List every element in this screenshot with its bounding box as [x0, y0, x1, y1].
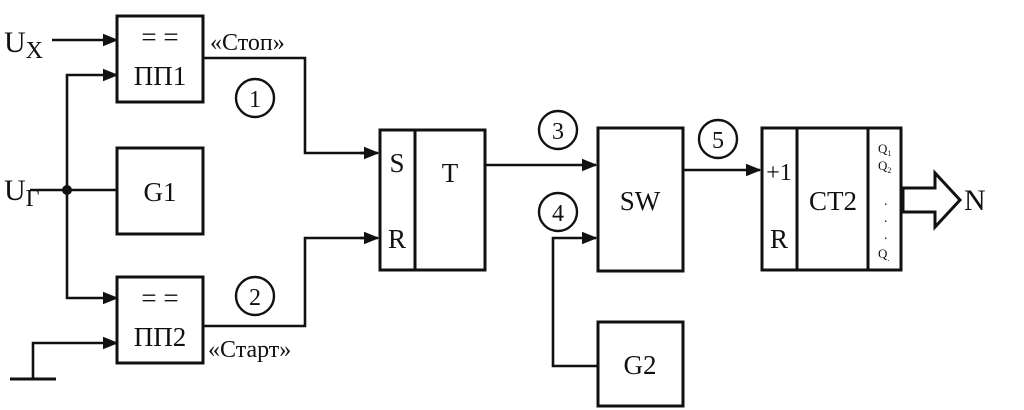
counter-dot-3: .: [884, 228, 888, 243]
g1-label: G1: [144, 177, 177, 207]
trigger-r-label: R: [388, 224, 406, 254]
g2-block: G2: [596, 320, 685, 408]
output-label: N: [964, 184, 986, 217]
counter-block: +1 R CT2 Q1 Q2 . . . Q.: [760, 126, 903, 272]
counter-dot-2: .: [884, 211, 888, 226]
ug-label: UГ: [4, 174, 40, 212]
g2-to-sw-wire: [551, 236, 598, 368]
ground-wire: [31, 341, 117, 378]
trigger-s-label: S: [389, 148, 404, 178]
pp2-label: ПП2: [134, 322, 187, 352]
stop-wire: [203, 56, 370, 155]
pp1-label: ПП1: [134, 61, 187, 91]
switch-block: SW: [596, 126, 685, 273]
switch-label: SW: [620, 186, 661, 216]
counter-q1-label: Q1: [878, 141, 891, 158]
start-wire: [203, 236, 370, 328]
stop-signal-label: «Стоп»: [210, 30, 285, 56]
marker-1: 1: [234, 77, 276, 119]
counter-qn-label: Q.: [878, 246, 889, 263]
svg-text:5: 5: [712, 128, 724, 154]
marker-5: 5: [697, 118, 739, 160]
pp1-symbol: = =: [141, 22, 178, 52]
trigger-label: T: [442, 158, 459, 188]
marker-3: 3: [537, 109, 579, 151]
ug-bus-wire: [65, 73, 117, 300]
wires: [10, 33, 762, 381]
marker-2: 2: [234, 275, 276, 317]
g2-label: G2: [624, 350, 657, 380]
pp2-symbol: = =: [141, 283, 178, 313]
counter-label: CT2: [809, 186, 857, 216]
counter-plus-label: +1: [766, 160, 792, 186]
counter-dot-1: .: [884, 194, 888, 209]
svg-text:2: 2: [249, 285, 261, 311]
trigger-block: S R T: [378, 128, 487, 272]
svg-text:1: 1: [249, 87, 261, 113]
marker-4: 4: [537, 191, 579, 233]
g1-block: G1: [115, 146, 205, 236]
output-bus-arrow: [901, 169, 963, 231]
counter-r-label: R: [770, 224, 788, 254]
pp2-block: = = ПП2: [115, 275, 205, 365]
junction-dot: [62, 185, 72, 195]
ux-label: UX: [4, 26, 43, 64]
pp1-block: = = ПП1: [115, 14, 205, 104]
svg-text:3: 3: [552, 119, 564, 145]
svg-text:4: 4: [552, 201, 564, 227]
counter-q2-label: Q2: [878, 158, 891, 175]
start-signal-label: «Старт»: [208, 337, 291, 363]
